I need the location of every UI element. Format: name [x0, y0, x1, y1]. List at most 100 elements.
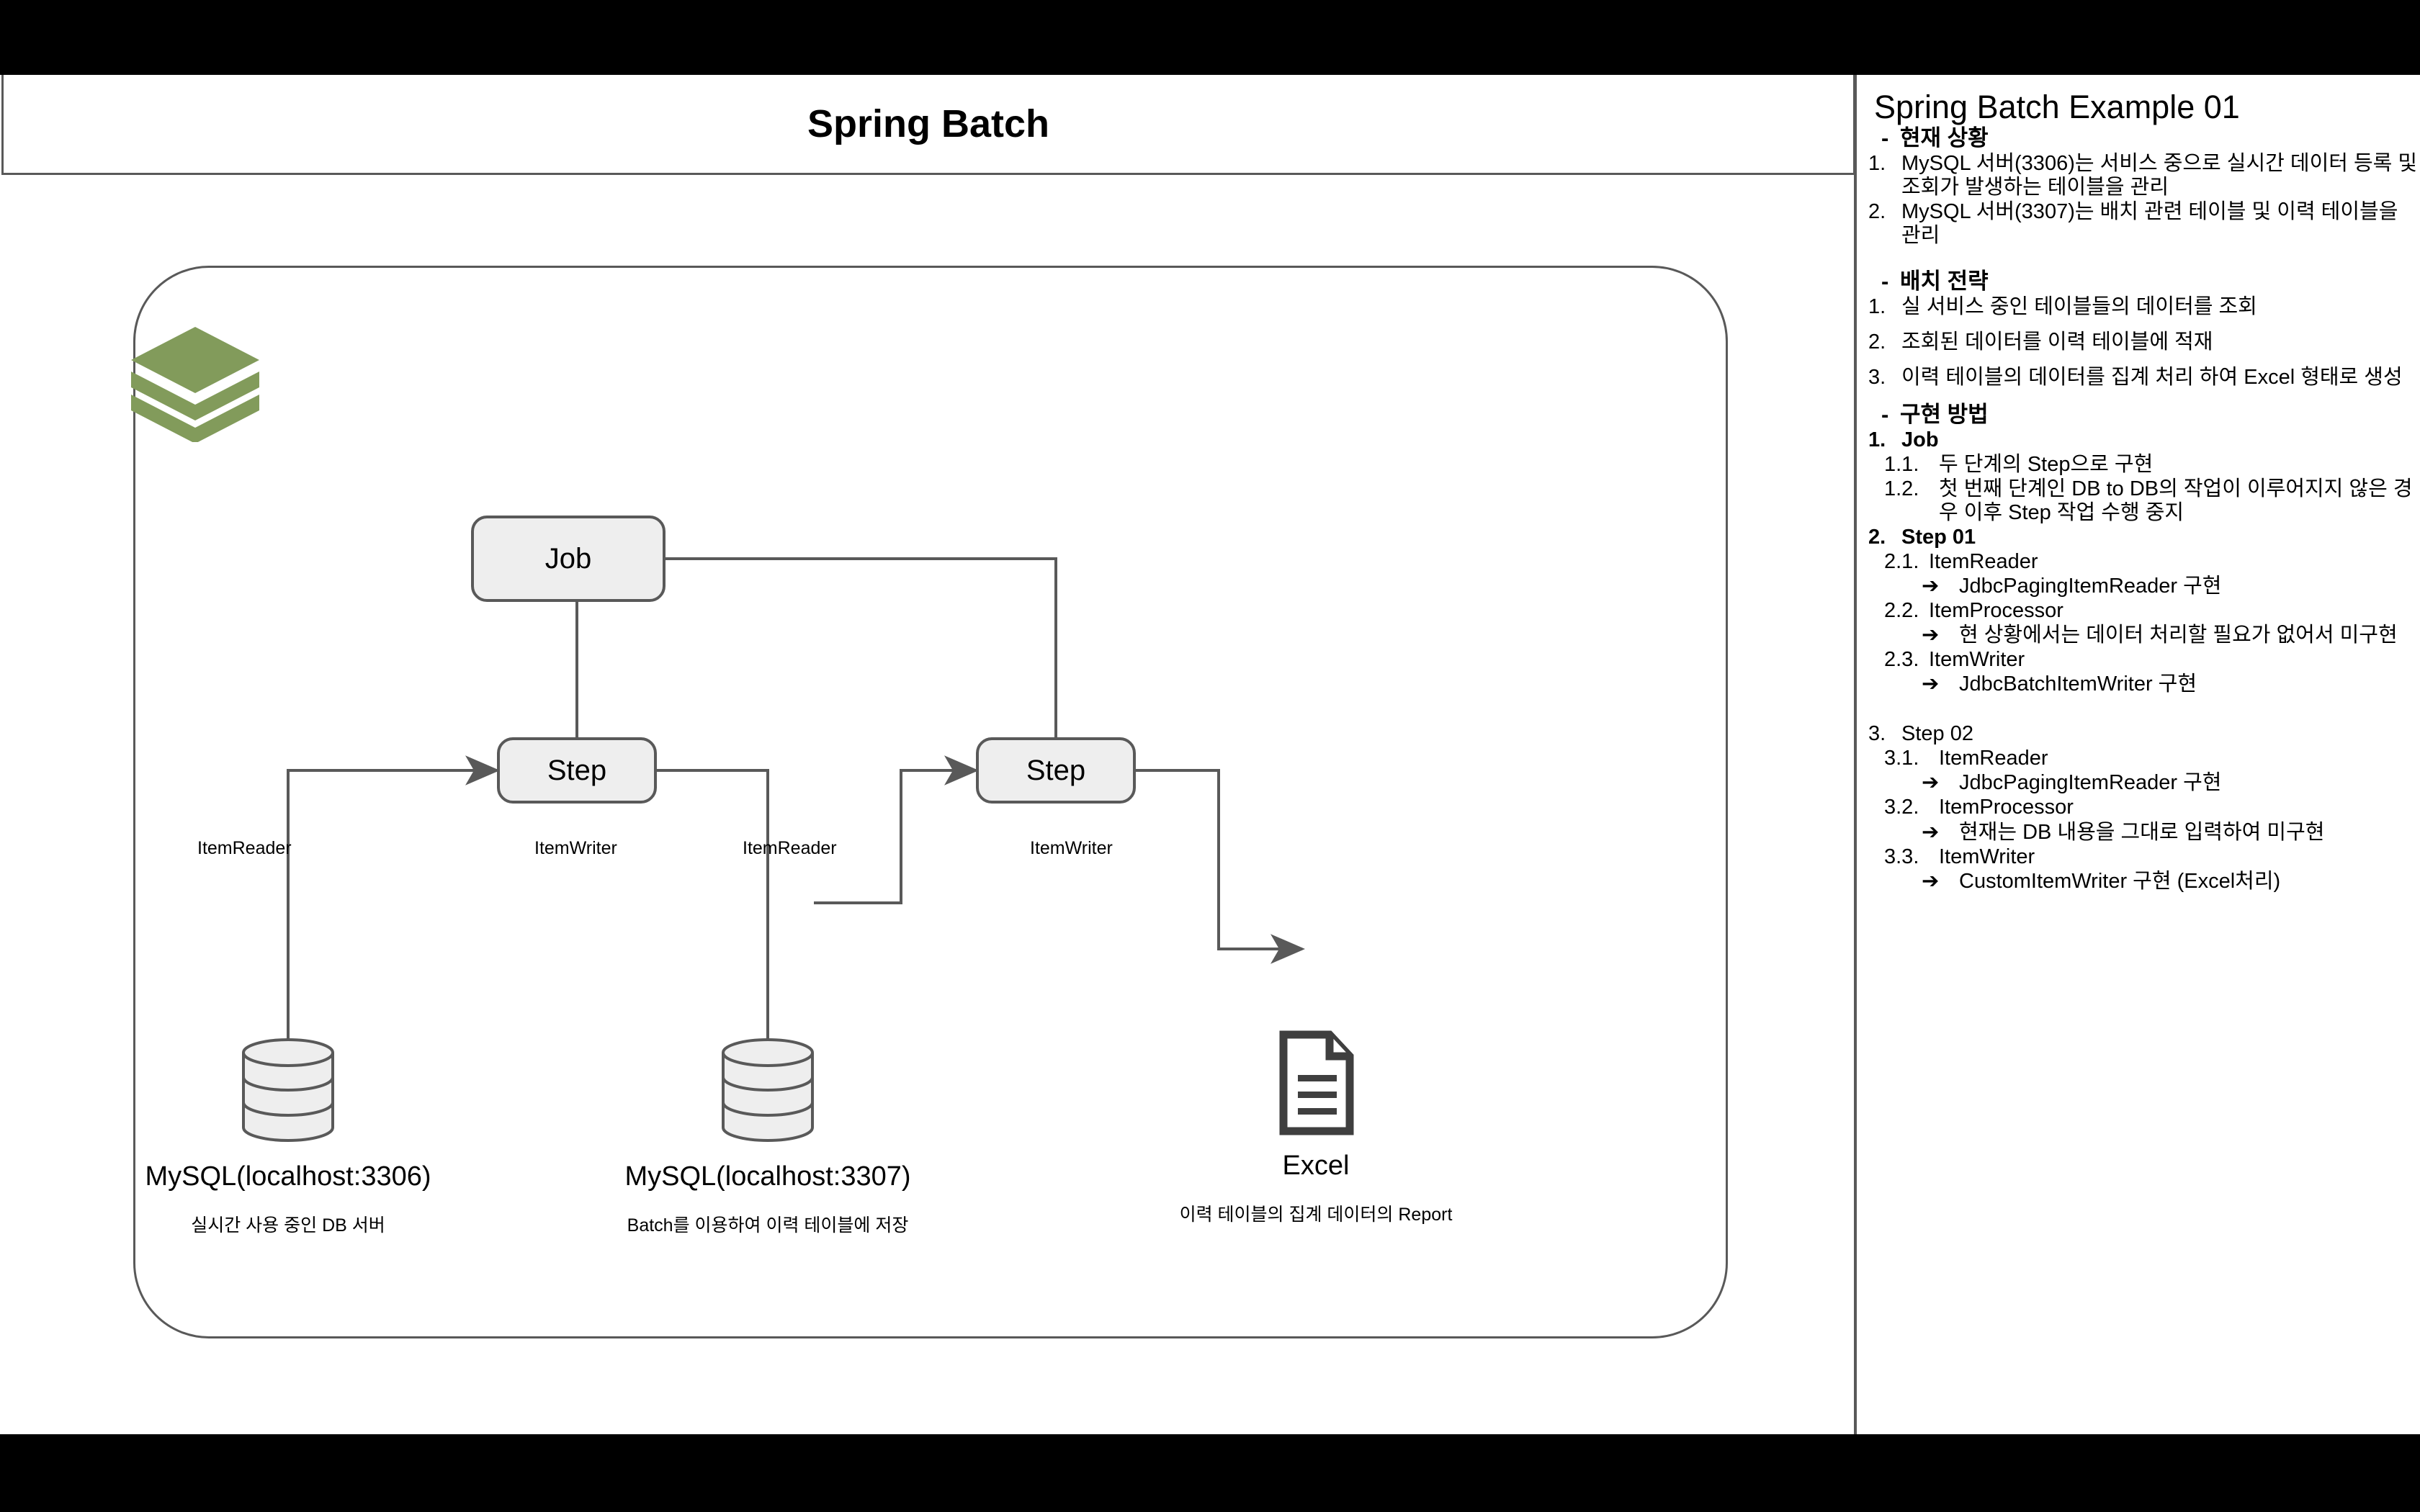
list-item-step-01: 2. Step 01: [1868, 526, 2420, 549]
list-text: Step 02: [1901, 722, 1973, 746]
list-text: Job: [1901, 428, 1939, 451]
list-item: 3.1. ItemReader: [1884, 747, 2420, 770]
list-number: 3.2.: [1884, 796, 1919, 819]
list-text: 현 상황에서는 데이터 처리할 필요가 없어서 미구현: [1959, 624, 2398, 647]
node-step-01-label: Step: [547, 754, 607, 786]
list-number: 1.: [1868, 151, 1886, 175]
list-number: 1.: [1868, 428, 1886, 451]
diagram-connectors: [287, 557, 1305, 1106]
list-number: 1.: [1868, 294, 1886, 318]
list-number: 1.2.: [1884, 477, 1919, 500]
list-text: ItemReader: [1939, 747, 2048, 770]
arrow-right-icon: ➔: [1922, 869, 1940, 893]
list-text: ItemReader: [1929, 550, 2038, 574]
list-number: 3.3.: [1884, 845, 1919, 868]
diagram-pane: Spring Batch: [1, 75, 1857, 1434]
node-step-01[interactable]: Step: [497, 737, 657, 804]
endpoint-mysql-3306: MySQL(localhost:3306) 실시간 사용 중인 DB 서버: [137, 1032, 439, 1237]
list-item: 1. MySQL 서버(3306)는 서비스 중으로 실시간 데이터 등록 및 …: [1868, 152, 2420, 199]
list-number: 2.2.: [1884, 599, 1919, 623]
endpoint-subtitle: 이력 테이블의 집계 데이터의 Report: [1179, 1205, 1453, 1225]
list-item-detail: ➔ JdbcBatchItemWriter 구현: [1922, 672, 2420, 696]
notes-section-heading-implementation: -구현 방법: [1881, 401, 1989, 427]
arrow-right-icon: ➔: [1922, 624, 1940, 647]
list-item-detail: ➔ 현재는 DB 내용을 그대로 입력하여 미구현: [1922, 821, 2420, 845]
document-icon: [1279, 1030, 1354, 1135]
list-number: 2.: [1868, 199, 1886, 223]
spring-batch-logo-icon: [131, 327, 259, 444]
list-text: ItemProcessor: [1929, 599, 2063, 623]
list-text: JdbcPagingItemReader 구현: [1959, 575, 2222, 598]
node-step-02-label: Step: [1026, 754, 1086, 786]
notes-section-heading-strategy: -배치 전략: [1881, 268, 1989, 294]
list-item: 1.2. 첫 번째 단계인 DB to DB의 작업이 이루어지지 않은 경우 …: [1884, 477, 2420, 525]
list-text: 두 단계의 Step으로 구현: [1939, 452, 2154, 476]
diagram-title-box: Spring Batch: [1, 75, 1855, 175]
endpoint-title: Excel: [1282, 1151, 1350, 1181]
edge-label-itemreader-1: ItemReader: [197, 838, 292, 858]
arrow-right-icon: ➔: [1922, 575, 1940, 598]
arrow-right-icon: ➔: [1922, 771, 1940, 795]
bullet-dash-icon: -: [1881, 125, 1889, 150]
edge-label-itemwriter-1: ItemWriter: [534, 838, 617, 858]
list-item: 1.1. 두 단계의 Step으로 구현: [1884, 453, 2420, 477]
endpoint-title: MySQL(localhost:3306): [145, 1161, 431, 1192]
list-text: ItemWriter: [1939, 845, 2035, 868]
list-text: JdbcPagingItemReader 구현: [1959, 771, 2222, 795]
list-text: Step 01: [1901, 525, 1976, 549]
list-number: 2.: [1868, 330, 1886, 354]
list-item-detail: ➔ JdbcPagingItemReader 구현: [1922, 575, 2420, 598]
list-number: 2.: [1868, 525, 1886, 549]
list-text: MySQL 서버(3307)는 배치 관련 테이블 및 이력 테이블을 관리: [1901, 199, 2398, 247]
endpoint-subtitle: 실시간 사용 중인 DB 서버: [191, 1215, 385, 1236]
list-number: 2.1.: [1884, 550, 1919, 574]
list-text: CustomItemWriter 구현 (Excel처리): [1959, 869, 2281, 893]
list-text: ItemProcessor: [1939, 796, 2074, 819]
list-item-step-02: 3. Step 02: [1868, 722, 2420, 746]
list-text: JdbcBatchItemWriter 구현: [1959, 672, 2197, 696]
list-text: ItemWriter: [1929, 648, 2025, 672]
node-step-02[interactable]: Step: [976, 737, 1136, 804]
endpoint-title: MySQL(localhost:3307): [624, 1161, 911, 1192]
node-job-label: Job: [544, 542, 592, 575]
list-number: 3.: [1868, 365, 1886, 389]
endpoint-mysql-3307: MySQL(localhost:3307) Batch를 이용하여 이력 테이블…: [582, 1032, 954, 1237]
list-item: 2. 조회된 데이터를 이력 테이블에 적재: [1868, 330, 2420, 354]
list-text: 이력 테이블의 데이터를 집계 처리 하여 Excel 형태로 생성: [1901, 365, 2403, 389]
endpoint-subtitle: Batch를 이용하여 이력 테이블에 저장: [627, 1215, 909, 1236]
list-item: 2.1. ItemReader: [1884, 550, 2420, 574]
list-item: 3.2. ItemProcessor: [1884, 796, 2420, 819]
arrow-right-icon: ➔: [1922, 672, 1940, 696]
notes-title: Spring Batch Example 01: [1874, 89, 2240, 125]
notes-section-heading-current: -현재 상황: [1881, 125, 1989, 150]
list-item: 1. 실 서비스 중인 테이블들의 데이터를 조회: [1868, 295, 2420, 319]
list-item: 2.3. ItemWriter: [1884, 648, 2420, 672]
arrow-right-icon: ➔: [1922, 820, 1940, 844]
list-item: 2. MySQL 서버(3307)는 배치 관련 테이블 및 이력 테이블을 관…: [1868, 200, 2420, 248]
list-number: 3.: [1868, 722, 1886, 746]
list-text: MySQL 서버(3306)는 서비스 중으로 실시간 데이터 등록 및 조회가…: [1901, 151, 2418, 199]
list-item: 3.3. ItemWriter: [1884, 845, 2420, 869]
list-number: 3.1.: [1884, 747, 1919, 770]
list-item-detail: ➔ CustomItemWriter 구현 (Excel처리): [1922, 870, 2420, 894]
notes-pane: Spring Batch Example 01 -현재 상황 1. MySQL …: [1860, 75, 2420, 1434]
list-item-detail: ➔ JdbcPagingItemReader 구현: [1922, 771, 2420, 795]
list-text: 조회된 데이터를 이력 테이블에 적재: [1901, 330, 2213, 354]
list-text: 실 서비스 중인 테이블들의 데이터를 조회: [1901, 294, 2257, 318]
list-number: 2.3.: [1884, 648, 1919, 672]
bullet-dash-icon: -: [1881, 268, 1889, 294]
list-text: 첫 번째 단계인 DB to DB의 작업이 이루어지지 않은 경우 이후 St…: [1939, 477, 2413, 524]
list-item: 3. 이력 테이블의 데이터를 집계 처리 하여 Excel 형태로 생성: [1868, 366, 2420, 390]
edge-label-itemreader-2: ItemReader: [743, 838, 837, 858]
page-title: Spring Batch: [807, 102, 1050, 145]
batch-boundary-container: [133, 266, 1728, 1338]
database-icon: [242, 1038, 334, 1142]
endpoint-excel: Excel 이력 테이블의 집계 데이터의 Report: [1129, 1029, 1503, 1226]
list-number: 1.1.: [1884, 452, 1919, 476]
list-item-job: 1. Job: [1868, 428, 2420, 452]
list-item-detail: ➔ 현 상황에서는 데이터 처리할 필요가 없어서 미구현: [1922, 624, 2420, 647]
node-job[interactable]: Job: [471, 516, 666, 602]
list-text: 현재는 DB 내용을 그대로 입력하여 미구현: [1959, 820, 2325, 844]
edge-label-itemwriter-2: ItemWriter: [1030, 838, 1113, 858]
